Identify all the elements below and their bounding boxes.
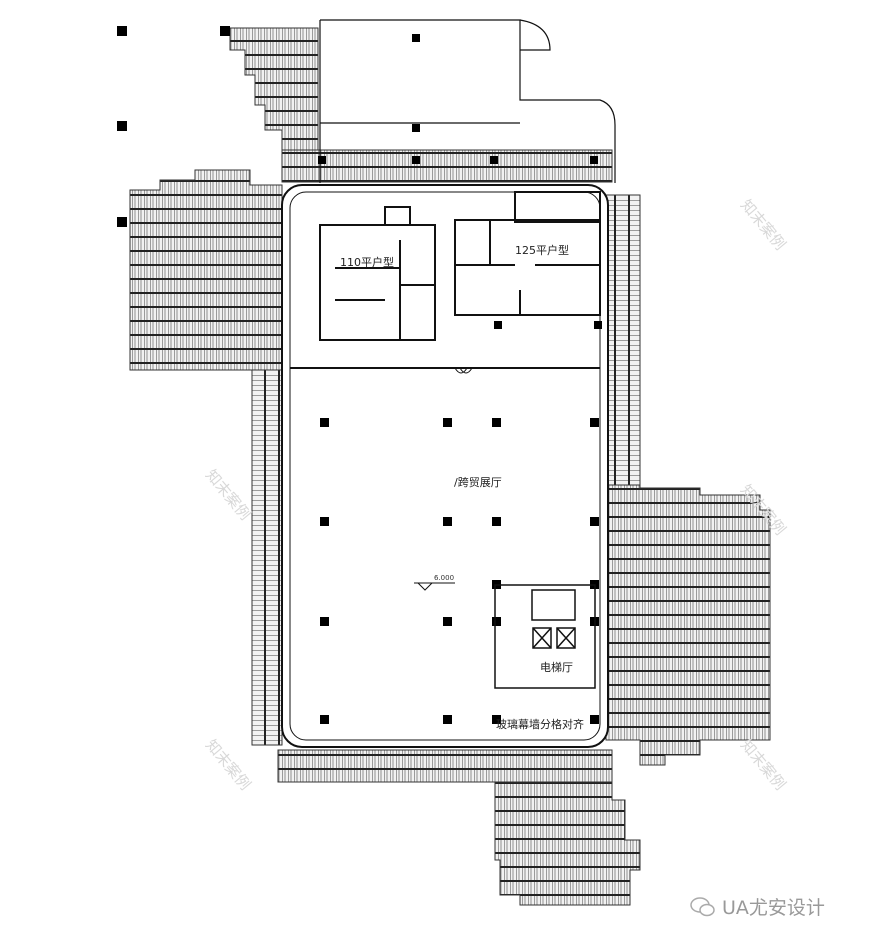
wechat-icon xyxy=(690,896,715,916)
brand-signature: UA尤安设计 xyxy=(690,893,825,920)
panel-bottom-band xyxy=(277,749,613,783)
apartment-110 xyxy=(319,206,436,341)
elevation-value: 6.000 xyxy=(434,574,454,582)
panel-bottom-block xyxy=(494,781,641,906)
panel-left-strip xyxy=(251,369,283,746)
unit-125-label: 125平户型 xyxy=(515,243,569,257)
svg-text:知末案例: 知末案例 xyxy=(202,466,254,524)
elevator-core xyxy=(494,584,596,689)
svg-text:知末案例: 知末案例 xyxy=(202,736,254,794)
elevator-lobby-label: 电梯厅 xyxy=(540,661,573,674)
svg-text:知末案例: 知末案例 xyxy=(737,196,789,254)
curtain-wall-note: 玻璃幕墙分格对齐 xyxy=(496,717,584,731)
structural-columns xyxy=(117,26,602,724)
panel-top-band xyxy=(281,149,613,183)
roof-panels xyxy=(129,27,771,906)
hall-label: /跨贸展厅 xyxy=(454,476,502,489)
elevation-marker xyxy=(414,582,455,591)
unit-110-label: 110平户型 xyxy=(340,255,394,269)
panel-left-block xyxy=(129,169,283,371)
svg-text:知末案例: 知末案例 xyxy=(737,736,789,794)
panel-right-block xyxy=(605,484,771,766)
building-outline xyxy=(281,184,609,748)
top-terrace xyxy=(319,19,616,183)
apartment-125 xyxy=(454,191,601,316)
brand-name: UA尤安设计 xyxy=(722,897,825,919)
panel-top-left xyxy=(229,27,319,151)
